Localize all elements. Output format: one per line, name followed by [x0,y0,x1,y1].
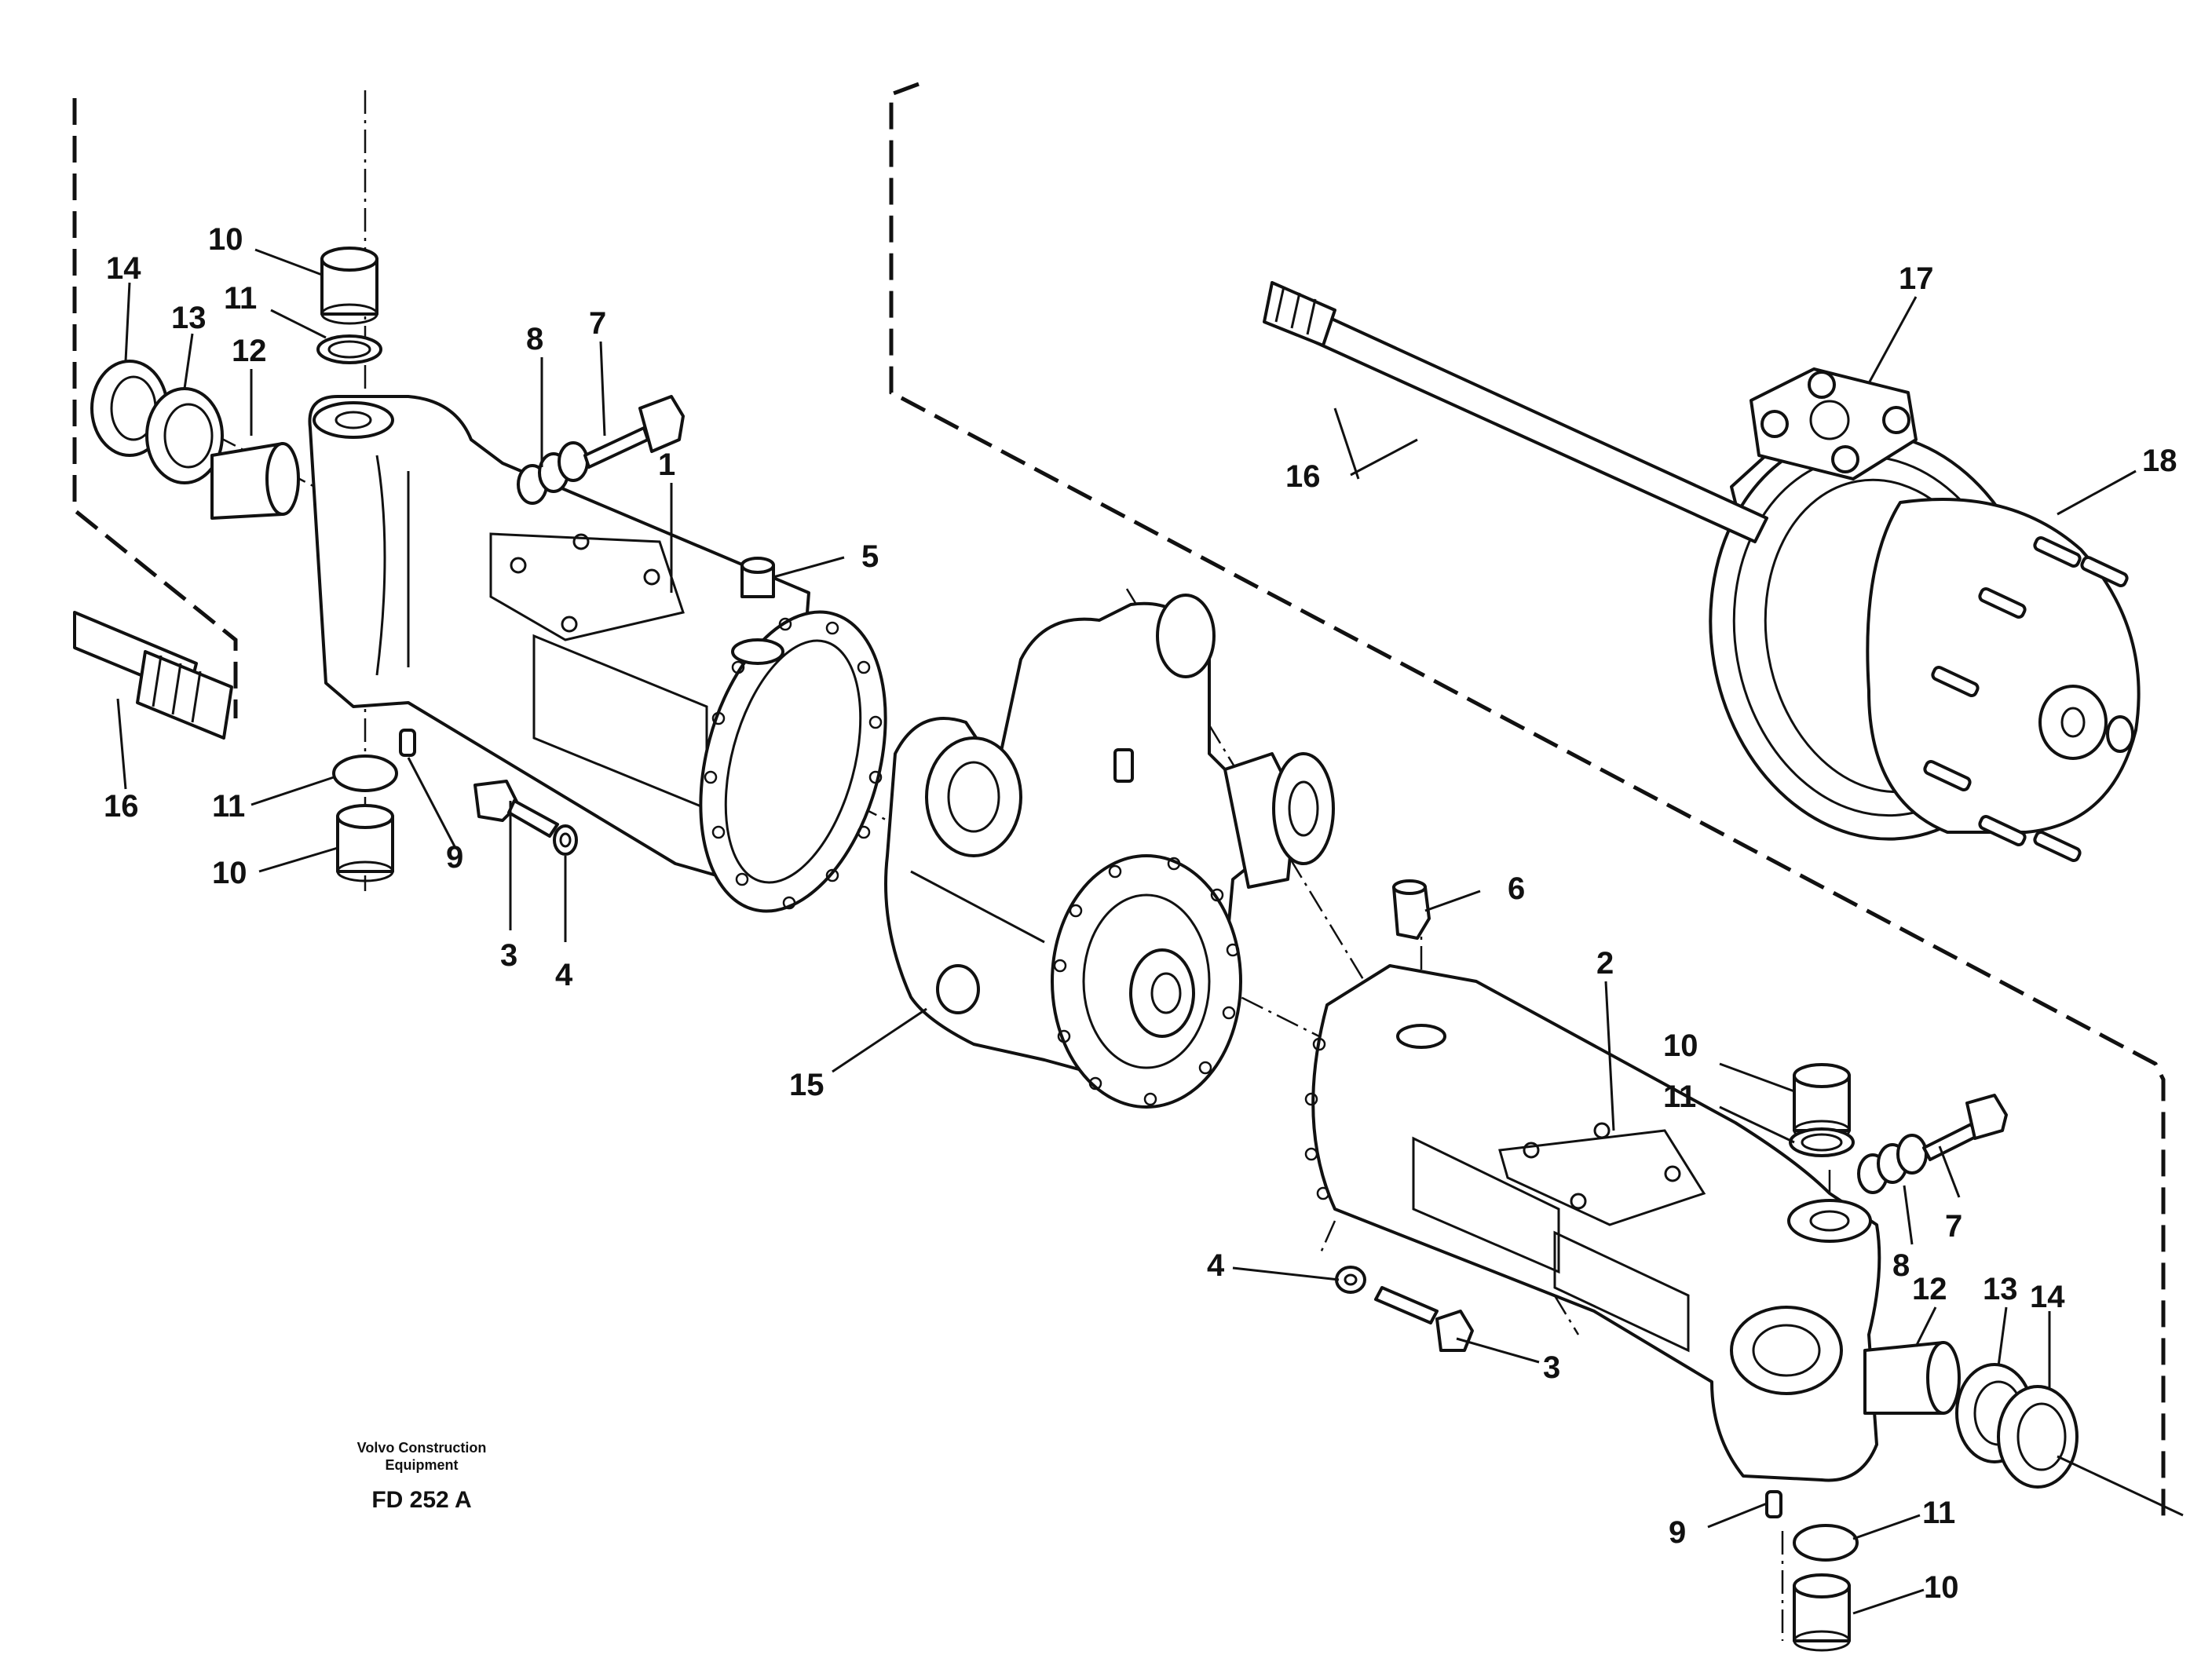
callout-3-right: 3 [1543,1350,1560,1385]
drive-shaft-left [73,611,233,740]
callout-8-right: 8 [1892,1248,1910,1283]
bearing-parts-right [1335,879,2079,1652]
callout-13-right: 13 [1983,1272,2018,1306]
callout-5: 5 [861,539,879,574]
leader-lines [116,248,2184,1615]
callout-14-right: 14 [2030,1280,2065,1314]
callout-1: 1 [658,448,675,482]
callout-16-top: 16 [1285,459,1321,494]
figure-caption: Volvo Construction Equipment FD 252 A [357,1440,487,1513]
callout-9-left: 9 [446,840,463,875]
callout-4-right: 4 [1207,1248,1225,1283]
callout-11-right-top: 11 [1663,1080,1696,1114]
dashed-assembly-frame-left [72,98,238,718]
callout-11-left-bottom: 11 [212,789,245,824]
callout-11-left-top: 11 [224,281,257,316]
callout-12-right: 12 [1912,1272,1947,1306]
callout-16-left: 16 [104,789,139,824]
callout-11-right-bottom: 11 [1922,1496,1955,1530]
callout-10-left-bottom: 10 [212,856,247,890]
figure-code: FD 252 A [371,1487,471,1513]
callout-12-left: 12 [232,334,267,368]
company-name-line1: Volvo Construction [357,1440,487,1456]
callout-10-right-top: 10 [1663,1028,1698,1063]
callout-3-left: 3 [500,938,517,973]
callout-10-right-bottom: 10 [1924,1570,1959,1605]
callout-7-right: 7 [1945,1209,1962,1244]
callout-13-left: 13 [171,301,207,335]
callout-2: 2 [1596,946,1614,981]
company-name-line2: Equipment [386,1457,459,1473]
callout-6: 6 [1508,871,1525,906]
axle-housing-left [308,395,887,913]
callout-18: 18 [2142,444,2177,478]
dashed-assembly-frame-right [889,82,2166,1519]
drive-shaft-top [1263,281,1768,543]
callout-15: 15 [789,1068,824,1102]
callout-labels: 10 14 11 13 12 8 7 1 5 16 11 10 9 3 4 15… [104,222,2177,1605]
callout-9-right: 9 [1669,1515,1686,1550]
callout-8-left: 8 [526,322,543,356]
bearing-parts-left [90,247,775,882]
wheel-hub [1709,367,2141,862]
callout-14-left: 14 [106,251,141,286]
axle-housing-right [1304,964,1881,1482]
differential-carrier [884,594,1335,1109]
callout-4-left: 4 [555,958,573,992]
callout-10-left-top: 10 [208,222,243,257]
callout-17: 17 [1899,261,1934,296]
callout-7-left: 7 [589,306,606,341]
